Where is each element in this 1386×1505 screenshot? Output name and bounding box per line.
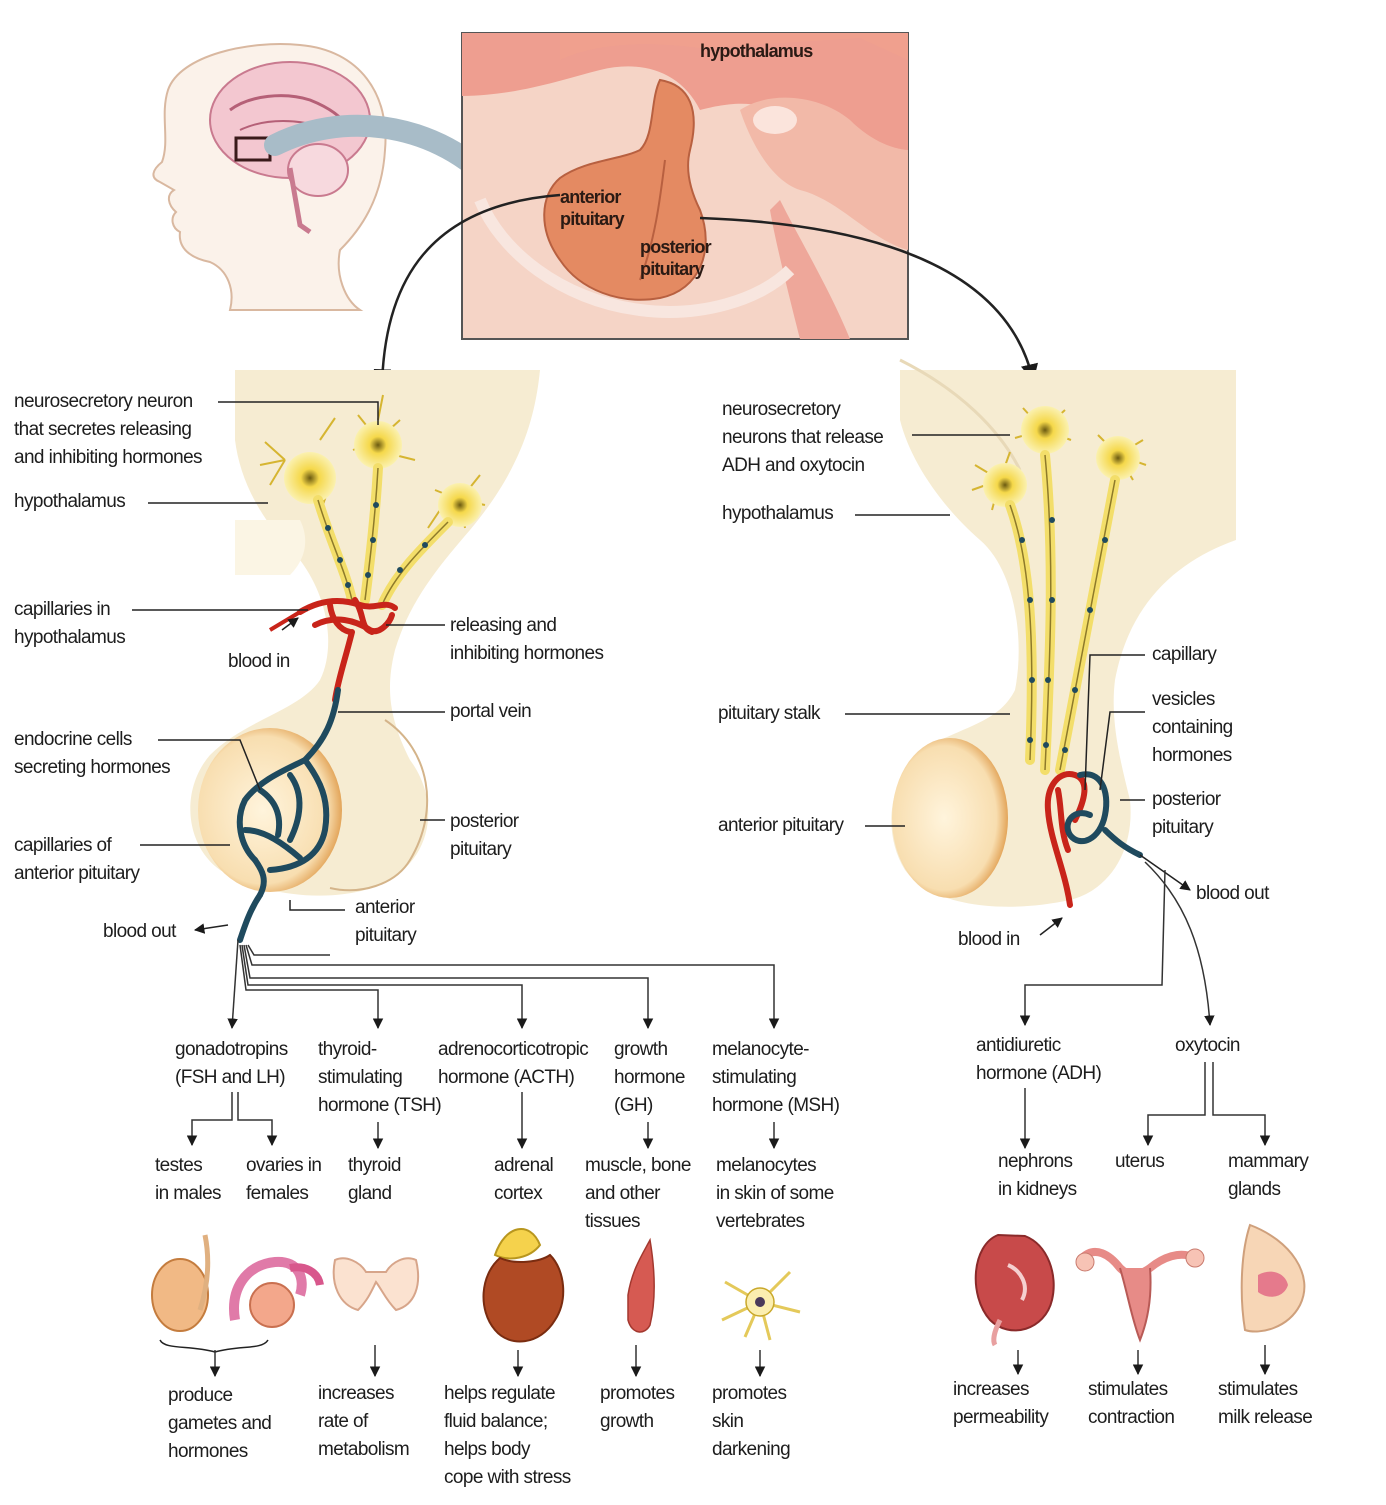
msh-label: melanocyte- stimulating hormone (MSH) [712, 1039, 840, 1116]
melanocytes-label: melanocytes in skin of some vertebrates [716, 1155, 834, 1232]
arrow-to-posterior-panel [699, 216, 1038, 382]
adrenal-kidney-icon [482, 1228, 565, 1343]
gametes-effect-label: produce gametes and hormones [168, 1385, 272, 1462]
testes-organ-icon [151, 1234, 211, 1332]
left-blood-out-label: blood out [103, 921, 176, 942]
head-illustration [152, 43, 387, 311]
ovaries-label: ovaries in females [246, 1155, 322, 1204]
permeability-effect-label: increases permeability [953, 1379, 1049, 1428]
gonadotropins-label: gonadotropins (FSH and LH) [175, 1039, 288, 1088]
blood-in-arrow-right [1039, 917, 1063, 936]
gh-label: growth hormone (GH) [614, 1039, 685, 1116]
vesicles-label: vesicles containing hormones [1152, 689, 1233, 766]
tsh-label: thyroid- stimulating hormone (TSH) [318, 1039, 442, 1116]
right-blood-out-label: blood out [1196, 883, 1269, 904]
mammary-gland-icon [1240, 1223, 1306, 1333]
anterior-hormone-routes [227, 939, 780, 1030]
portal-vein-label: portal vein [450, 701, 532, 722]
adrenal-label: adrenal cortex [494, 1155, 554, 1204]
right-neurosecretory-label: neurosecretory neurons that release ADH … [722, 399, 884, 476]
pituitary-stalk-label: pituitary stalk [718, 703, 820, 724]
left-anterior-pituitary-label: anterior pituitary [355, 897, 417, 946]
adh-label: antidiuretic hormone (ADH) [976, 1035, 1102, 1084]
blood-out-arrow-left [193, 923, 229, 934]
inset-anterior-label: anterior pituitary [560, 187, 625, 229]
metabolism-effect-label: increases rate of metabolism [318, 1383, 410, 1460]
nephrons-label: nephrons in kidneys [998, 1151, 1077, 1200]
endocrine-cells-label: endocrine cells secreting hormones [14, 729, 171, 778]
capillaries-anterior-label: capillaries of anterior pituitary [14, 835, 140, 884]
right-anterior-pituitary-label: anterior pituitary [718, 815, 844, 836]
posterior-pituitary-illustration [891, 358, 1236, 908]
inset-posterior-label: posterior pituitary [640, 237, 712, 279]
thyroid-label: thyroid gland [348, 1155, 401, 1204]
uterus-label: uterus [1115, 1151, 1165, 1172]
left-neurosecretory-label: neurosecretory neuron that secretes rele… [14, 391, 203, 468]
right-leader-lines [845, 434, 1145, 827]
mammary-label: mammary glands [1228, 1151, 1309, 1200]
arrow-to-anterior-panel [373, 193, 561, 387]
left-capillaries-hypothalamus-label: capillaries in hypothalamus [14, 599, 126, 648]
capillary-label: capillary [1152, 644, 1217, 665]
uterus-icon [1075, 1248, 1205, 1343]
gonad-brace [159, 1339, 269, 1353]
posterior-hormone-routes [1019, 861, 1215, 1027]
anterior-pituitary-illustration [190, 370, 540, 943]
inset-pituitary-closeup [461, 32, 909, 340]
left-blood-in-label: blood in [228, 651, 290, 672]
oxytocin-label: oxytocin [1175, 1035, 1241, 1056]
kidney-icon [974, 1233, 1055, 1347]
milk-release-effect-label: stimulates milk release [1218, 1379, 1313, 1428]
left-leader-lines [132, 401, 445, 911]
thyroid-organ-icon [332, 1257, 420, 1312]
right-hypothalamus-label: hypothalamus [722, 503, 834, 524]
left-posterior-pituitary-label: posterior pituitary [450, 811, 519, 860]
ovaries-organ-icon [229, 1256, 324, 1328]
left-hypothalamus-label: hypothalamus [14, 491, 126, 512]
releasing-hormones-label: releasing and inhibiting hormones [450, 615, 604, 664]
muscle-icon [627, 1237, 655, 1333]
testes-label: testes in males [155, 1155, 222, 1204]
target-arrows [186, 1062, 1271, 1150]
inset-hypothalamus-label: hypothalamus [700, 41, 813, 61]
melanocyte-icon [721, 1270, 801, 1341]
contraction-effect-label: stimulates contraction [1088, 1379, 1175, 1428]
right-blood-in-label: blood in [958, 929, 1020, 950]
acth-label: adrenocorticotropic hormone (ACTH) [438, 1039, 589, 1088]
skin-darkening-effect-label: promotes skin darkening [712, 1383, 791, 1460]
fluid-balance-effect-label: helps regulate fluid balance; helps body… [444, 1383, 571, 1488]
right-posterior-pituitary-label: posterior pituitary [1152, 789, 1221, 838]
effect-arrows [209, 1345, 1271, 1378]
growth-effect-label: promotes growth [600, 1383, 675, 1432]
blood-in-arrow-left [281, 617, 299, 631]
muscle-label: muscle, bone and other tissues [585, 1155, 691, 1232]
